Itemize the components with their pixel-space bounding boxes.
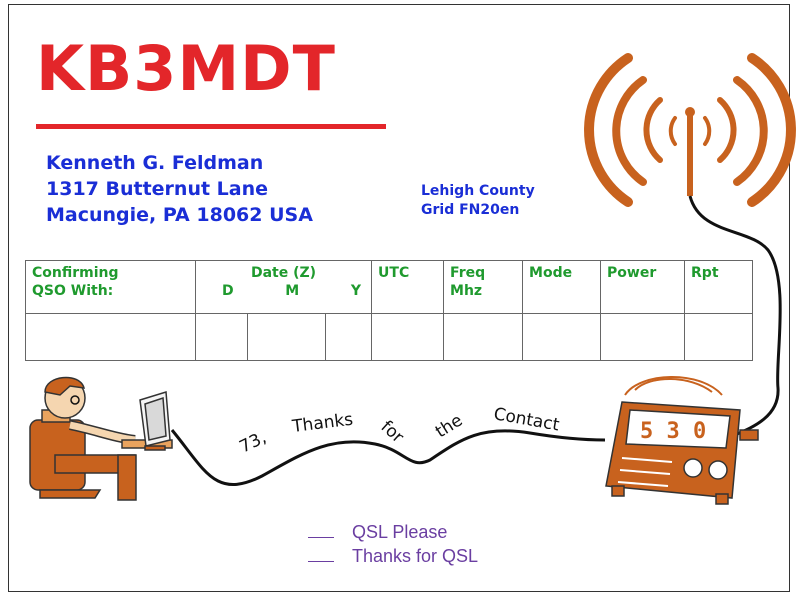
header-day: D xyxy=(222,283,234,299)
header-rpt: Rpt xyxy=(684,260,754,314)
table-header-row: Confirming QSO With: Date (Z) D M Y UTC … xyxy=(25,260,754,314)
radio-display: 5 3 0 xyxy=(640,419,706,444)
header-utc: UTC xyxy=(371,260,445,314)
address-name: Kenneth G. Feldman xyxy=(46,152,264,174)
qsl-thanks-checkline[interactable] xyxy=(308,561,334,562)
header-year: Y xyxy=(350,283,362,299)
radio-transceiver-icon: 5 3 0 xyxy=(605,376,759,505)
header-date: Date (Z) D M Y xyxy=(194,260,373,314)
cable-text-73: 73, xyxy=(236,428,269,458)
operator-at-computer-icon xyxy=(29,376,173,501)
qsl-please-label: QSL Please xyxy=(352,522,448,542)
cell-month[interactable] xyxy=(247,313,326,361)
cable-text-for: for xyxy=(377,417,408,448)
header-month: M xyxy=(285,283,300,299)
cell-freq[interactable] xyxy=(443,313,524,361)
qsl-please-option[interactable]: QSL Please xyxy=(308,522,447,543)
callsign-title: KB3MDT xyxy=(36,32,336,105)
cable-text-thanks: Thanks xyxy=(290,410,354,437)
header-mode: Mode xyxy=(522,260,602,314)
qsl-please-checkline[interactable] xyxy=(308,537,334,538)
cable-text-the: the xyxy=(432,410,466,442)
qsl-thanks-option[interactable]: Thanks for QSL xyxy=(308,546,478,567)
antenna-tip xyxy=(685,107,695,117)
title-underline xyxy=(36,124,386,129)
cell-year[interactable] xyxy=(324,313,373,361)
location-block: Lehigh County Grid FN20en xyxy=(421,182,535,220)
cell-rpt[interactable] xyxy=(684,313,754,361)
header-freq: Freq Mhz xyxy=(443,260,524,314)
cell-power[interactable] xyxy=(600,313,686,361)
cell-callsign[interactable] xyxy=(25,313,196,361)
address-city: Macungie, PA 18062 USA xyxy=(46,204,313,226)
county-label: Lehigh County xyxy=(421,183,535,199)
header-power: Power xyxy=(600,260,686,314)
antenna-cable xyxy=(688,195,782,440)
cell-mode[interactable] xyxy=(522,313,602,361)
qsl-thanks-label: Thanks for QSL xyxy=(352,546,479,566)
qso-log-table: Confirming QSO With: Date (Z) D M Y UTC … xyxy=(25,260,754,361)
address-street: 1317 Butternut Lane xyxy=(46,178,269,200)
address-block: Kenneth G. Feldman 1317 Butternut Lane M… xyxy=(46,150,313,228)
antenna-icon xyxy=(584,53,796,207)
operator-cable xyxy=(170,429,606,487)
table-entry-row[interactable] xyxy=(25,313,754,361)
cell-day[interactable] xyxy=(195,313,248,361)
grid-label: Grid FN20en xyxy=(421,202,520,218)
cell-utc[interactable] xyxy=(371,313,445,361)
qsl-card-border xyxy=(8,4,790,592)
